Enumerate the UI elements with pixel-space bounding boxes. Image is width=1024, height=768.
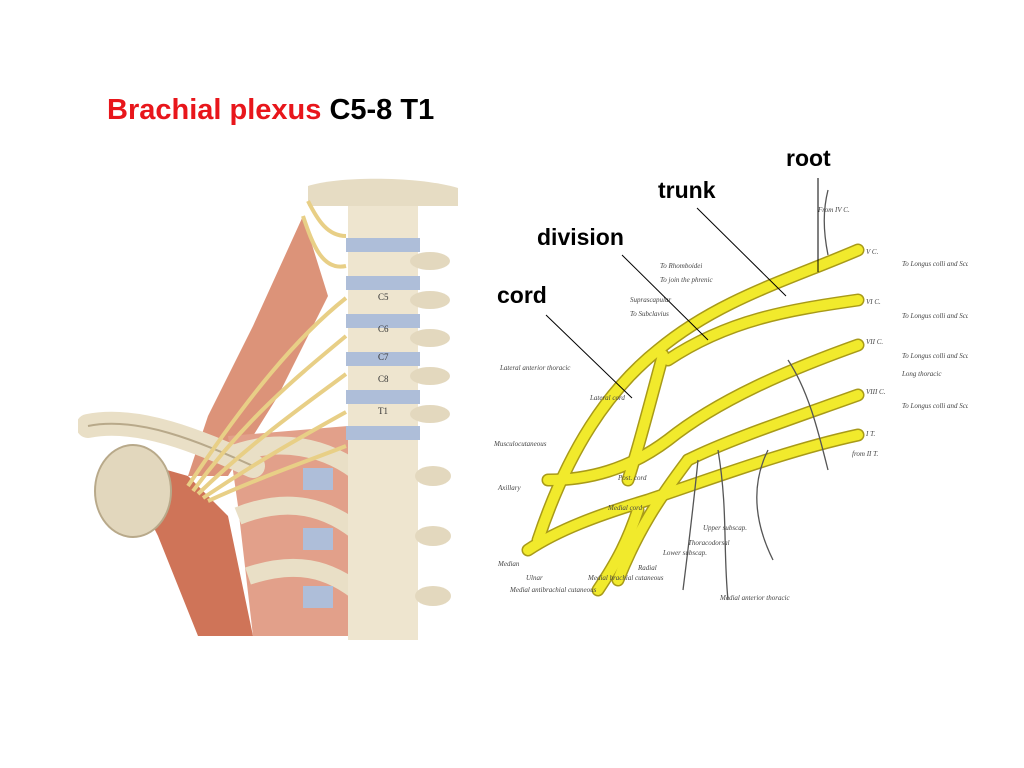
spinal-column xyxy=(348,186,418,640)
minor-branches xyxy=(682,189,829,601)
title-main: Brachial plexus xyxy=(107,94,322,126)
terminal-label: Medial anterior thoracic xyxy=(719,594,790,602)
branch-label: To Longus colli and Scaleni xyxy=(902,312,968,320)
terminal-label: Median xyxy=(497,560,520,568)
root-label: I T. xyxy=(865,430,875,438)
branch-label: To join the phrenic xyxy=(660,276,713,284)
branch-label: Long thoracic xyxy=(901,370,942,378)
scalene-muscle xyxy=(188,216,328,476)
plexus-schematic-drawing: From IV C. V C. VI C. VII C. VIII C. I T… xyxy=(493,189,980,602)
clavicle-outline xyxy=(87,422,254,467)
branch-label: To Longus colli and Scaleni xyxy=(902,352,968,360)
terminal-label: Lower subscap. xyxy=(662,549,707,557)
root-label: From IV C. xyxy=(817,206,850,214)
vertebra-labels: C5 C6 C7 C8 T1 xyxy=(378,292,389,416)
callout-division: division xyxy=(537,224,624,250)
root-label: VII C. xyxy=(866,338,883,346)
branch-label: Lateral anterior thoracic xyxy=(499,364,571,372)
transverse-processes xyxy=(410,252,451,606)
terminal-label: Upper subscap. xyxy=(703,524,747,532)
costal-cartilage xyxy=(303,586,333,608)
vertebra-label: C8 xyxy=(378,374,389,384)
vertebra-label: T1 xyxy=(378,406,388,416)
root-label: VI C. xyxy=(866,298,881,306)
terminal-label: Radial xyxy=(637,564,657,572)
callout-trunk: trunk xyxy=(658,177,716,203)
branch-label: To Subclavius xyxy=(630,310,669,318)
vertebra-label: C6 xyxy=(378,324,389,334)
vertebrae xyxy=(346,238,420,440)
plexus-schematic: From IV C. V C. VI C. VII C. VIII C. I T… xyxy=(488,150,980,610)
anatomy-illustration-drawing: C5 C6 C7 C8 T1 xyxy=(76,178,458,640)
terminal-label: Medial brachial cutaneous xyxy=(587,574,664,582)
branch-label: To Longus colli and Scaleni xyxy=(902,260,968,268)
callout-root: root xyxy=(786,145,831,171)
costal-cartilage xyxy=(303,468,333,490)
plexus-nerves-fill xyxy=(523,245,863,595)
humeral-head xyxy=(94,444,172,538)
terminal-label: Medial antibrachial cutaneous xyxy=(509,586,597,594)
root-label: V C. xyxy=(866,248,879,256)
vertebra-label: C5 xyxy=(378,292,389,302)
callout-cord: cord xyxy=(497,282,547,308)
slide-title: Brachial plexus C5-8 T1 xyxy=(107,94,434,127)
branch-label: Axillary xyxy=(497,484,521,492)
anatomy-illustration: C5 C6 C7 C8 T1 xyxy=(76,176,460,640)
root-label: from II T. xyxy=(852,450,879,458)
terminal-label: Thoracodorsal xyxy=(688,539,730,547)
title-levels: C5-8 T1 xyxy=(329,94,435,126)
branch-label: To Longus colli and Scaleni xyxy=(902,402,968,410)
branch-label: Musculocutaneous xyxy=(493,440,547,448)
costal-cartilage xyxy=(303,528,333,550)
cord-label: Post. cord xyxy=(617,474,647,482)
cord-label: Medial cord xyxy=(607,504,643,512)
branch-label: Suprascapular xyxy=(630,296,672,304)
branch-label: To Rhomboidei xyxy=(660,262,702,270)
cord-label: Lateral cord xyxy=(589,394,625,402)
root-label: VIII C. xyxy=(866,388,886,396)
skull-base xyxy=(308,178,458,206)
terminal-label: Ulnar xyxy=(526,574,543,582)
anatomy-nerves xyxy=(186,200,348,503)
vertebra-label: C7 xyxy=(378,352,389,362)
